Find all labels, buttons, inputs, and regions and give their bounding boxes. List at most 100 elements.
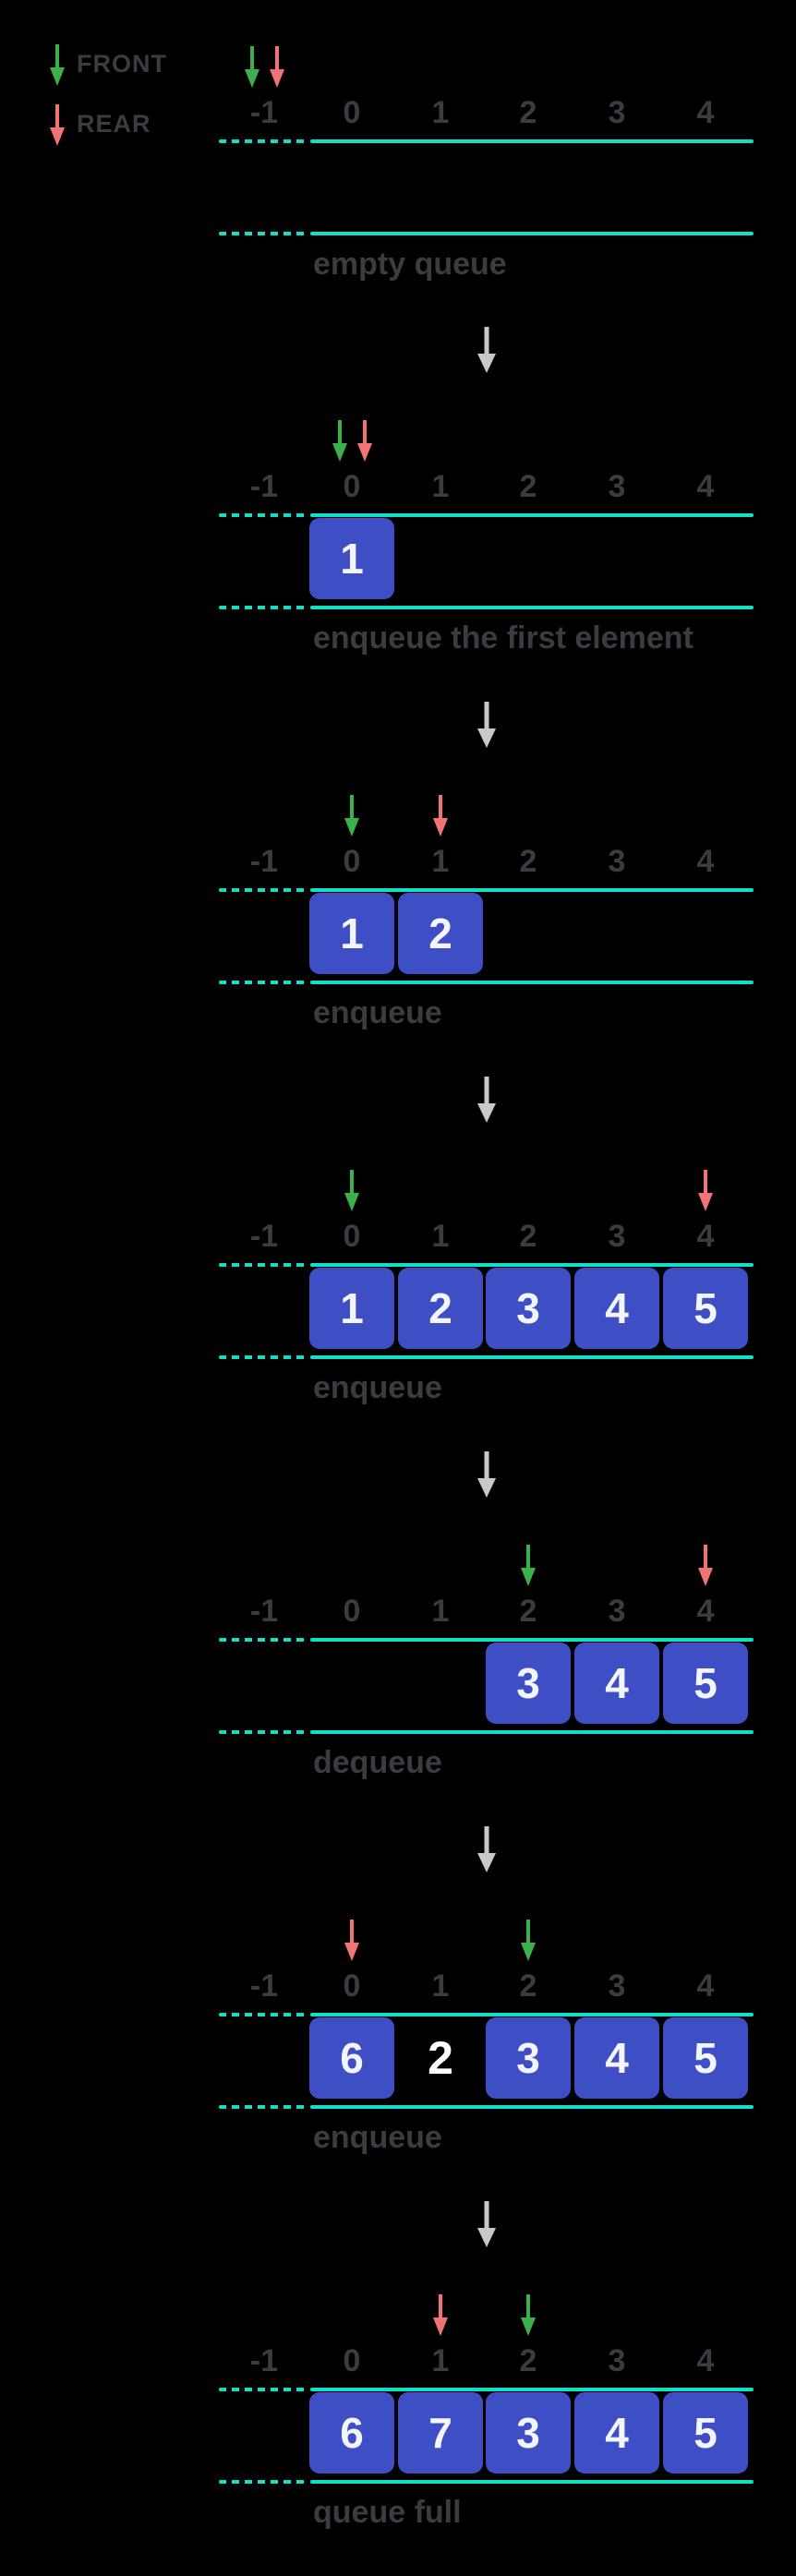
- index-label: -1: [249, 469, 279, 504]
- queue-cell: 6: [309, 2017, 394, 2099]
- step-caption: dequeue: [313, 1745, 442, 1780]
- queue-cell: 6: [309, 2392, 394, 2474]
- track-line-dashed: [219, 888, 306, 892]
- track-line-dashed: [219, 1263, 306, 1267]
- index-label: 2: [519, 2343, 537, 2378]
- track-line-dashed: [219, 2480, 306, 2484]
- index-label: -1: [249, 1968, 279, 2004]
- index-label: 2: [519, 1219, 537, 1254]
- index-label: 1: [431, 2343, 450, 2378]
- step-caption: empty queue: [313, 247, 507, 282]
- index-label: -1: [249, 1219, 279, 1254]
- index-label: 0: [343, 1968, 361, 2004]
- queue-cell: 3: [486, 1643, 571, 1724]
- queue-cell: 4: [574, 2017, 659, 2099]
- index-label: 2: [519, 469, 537, 504]
- queue-cell: 3: [486, 2392, 571, 2474]
- index-label: 1: [431, 469, 450, 504]
- track-line-solid: [310, 981, 754, 984]
- index-label: 1: [431, 1219, 450, 1254]
- index-label: 2: [519, 1968, 537, 2004]
- rear-arrow-icon: [50, 104, 65, 146]
- index-label: 0: [343, 844, 361, 879]
- index-label: 4: [696, 1968, 715, 2004]
- transition-arrow-icon: [477, 2201, 496, 2247]
- queue-cell: 3: [486, 1268, 571, 1349]
- rear-arrow-icon: [698, 1545, 713, 1586]
- rear-arrow-icon: [357, 420, 372, 462]
- front-arrow-icon: [332, 420, 347, 462]
- rear-arrow-icon: [433, 2294, 448, 2336]
- track-line-dashed: [219, 2013, 306, 2016]
- rear-arrow-icon: [433, 795, 448, 837]
- front-arrow-icon: [344, 795, 359, 837]
- track-line-solid: [310, 606, 754, 609]
- queue-cell: 4: [574, 2392, 659, 2474]
- queue-cell: 5: [663, 2392, 748, 2474]
- index-label: 2: [519, 95, 537, 130]
- track-line-dashed: [219, 2105, 306, 2109]
- index-label: 0: [343, 95, 361, 130]
- legend: FRONT REAR: [0, 0, 231, 166]
- step-enqueue-wrap-around: -1 0 1 2 3 4 6 2 3 4 5 enqueue: [0, 1911, 796, 2179]
- rear-arrow-icon: [270, 46, 284, 88]
- step-enqueue-first: -1 0 1 2 3 4 1 enqueue the first element: [0, 412, 796, 680]
- queue-cell: 4: [574, 1643, 659, 1724]
- rear-arrow-icon: [344, 1920, 359, 1961]
- legend-front-label: FRONT: [77, 50, 167, 78]
- index-label: 4: [696, 1219, 715, 1254]
- index-label: -1: [249, 95, 279, 130]
- queue-cell: 4: [574, 1268, 659, 1349]
- front-arrow-icon: [245, 46, 259, 88]
- index-label: -1: [249, 2343, 279, 2378]
- index-label: 1: [431, 844, 450, 879]
- index-label: 4: [696, 844, 715, 879]
- index-label: 3: [608, 95, 626, 130]
- track-line-dashed: [219, 139, 306, 143]
- queue-cell: 5: [663, 1268, 748, 1349]
- index-label: -1: [249, 1594, 279, 1629]
- track-line-dashed: [219, 1355, 306, 1359]
- transition-arrow-icon: [477, 702, 496, 748]
- track-line-dashed: [219, 2388, 306, 2391]
- front-arrow-icon: [344, 1170, 359, 1211]
- track-line-solid: [310, 1263, 754, 1267]
- index-label: 4: [696, 95, 715, 130]
- queue-cell: 5: [663, 1643, 748, 1724]
- front-arrow-icon: [521, 2294, 536, 2336]
- transition-arrow-icon: [477, 1077, 496, 1123]
- queue-cell: 1: [309, 893, 394, 974]
- queue-cell: 1: [309, 1268, 394, 1349]
- index-label: 2: [519, 1594, 537, 1629]
- track-line-dashed: [219, 981, 306, 984]
- step-enqueue-second: -1 0 1 2 3 4 1 2 enqueue: [0, 787, 796, 1054]
- track-line-solid: [310, 2013, 754, 2016]
- index-label: 3: [608, 1219, 626, 1254]
- queue-cell: 3: [486, 2017, 571, 2099]
- index-label: 3: [608, 469, 626, 504]
- pointer-arrows: [243, 43, 286, 90]
- step-queue-full: -1 0 1 2 3 4 6 7 3 4 5 queue full: [0, 2286, 796, 2554]
- index-label: 0: [343, 1594, 361, 1629]
- transition-arrow-icon: [477, 1451, 496, 1498]
- index-label: 3: [608, 1594, 626, 1629]
- pointer-arrows: [331, 417, 374, 463]
- index-label: 1: [431, 95, 450, 130]
- index-label: 2: [519, 844, 537, 879]
- queue-cell: 2: [398, 1268, 483, 1349]
- index-label: 4: [696, 2343, 715, 2378]
- index-label: 0: [343, 1219, 361, 1254]
- track-line-solid: [310, 1638, 754, 1642]
- front-arrow-icon: [50, 44, 65, 86]
- step-dequeue: -1 0 1 2 3 4 3 4 5 dequeue: [0, 1536, 796, 1804]
- transition-arrow-icon: [477, 1826, 496, 1872]
- queue-cell: 2: [398, 893, 483, 974]
- track-line-solid: [310, 2388, 754, 2391]
- track-line-dashed: [219, 513, 306, 517]
- legend-rear-label: REAR: [77, 110, 151, 138]
- index-label: 3: [608, 2343, 626, 2378]
- index-label: 4: [696, 469, 715, 504]
- track-line-dashed: [219, 1730, 306, 1734]
- track-line-solid: [310, 888, 754, 892]
